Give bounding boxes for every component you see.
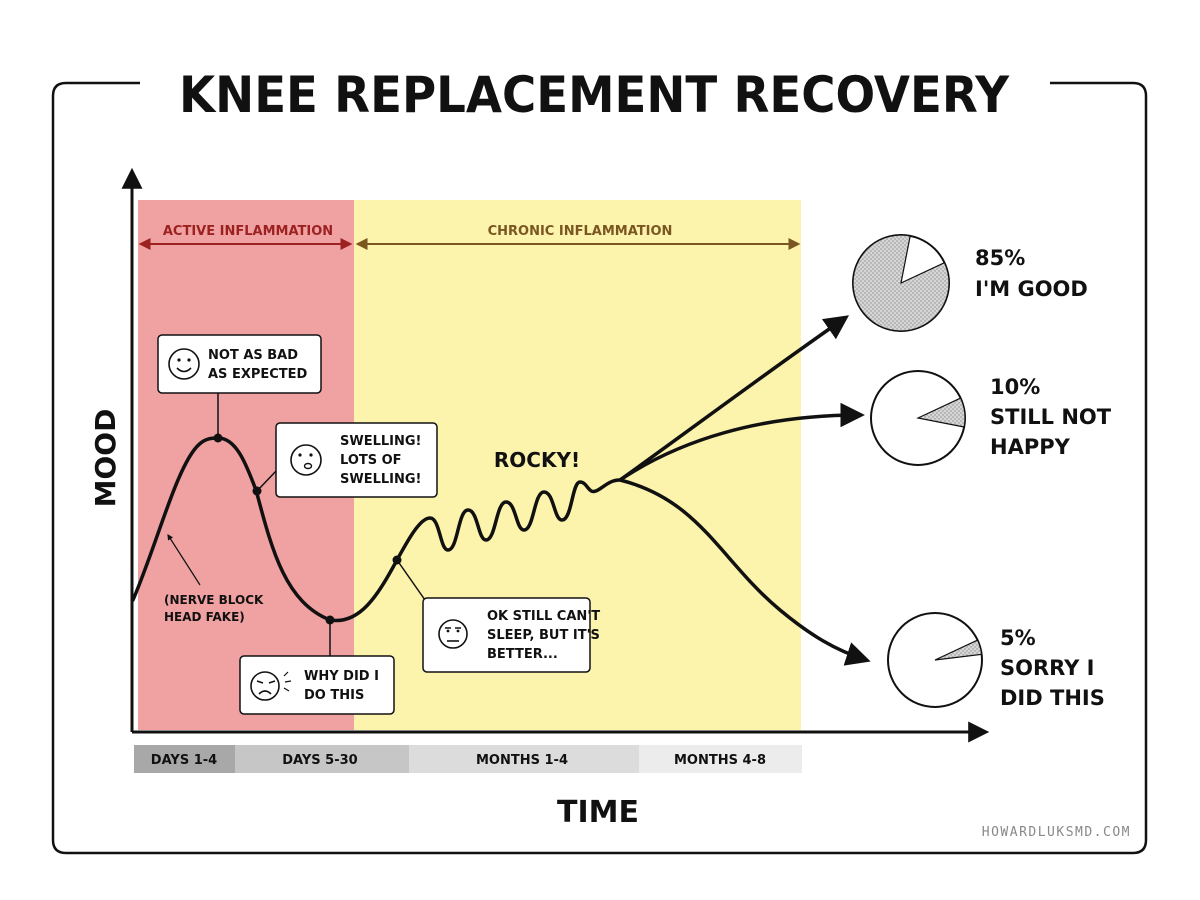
timeline-segment-3: [409, 745, 639, 773]
frame-border: [51, 81, 1148, 855]
outcome-not-happy-line-2: HAPPY: [990, 435, 1071, 459]
pie-sorry-slice: [934, 639, 983, 661]
outcome-sorry-line-1: SORRY I: [1000, 656, 1095, 680]
diagram-title: KNEE REPLACEMENT RECOVERY: [179, 66, 1010, 124]
outcome-not-happy-percent: 10%: [990, 375, 1040, 399]
rocky-label: ROCKY!: [494, 448, 580, 472]
active-phase-label: ACTIVE INFLAMMATION: [163, 224, 333, 239]
outcome-sorry-line-2: DID THIS: [1000, 686, 1105, 710]
pie-not-happy-slice: [916, 397, 966, 428]
timeline-label-1: DAYS 1-4: [151, 753, 217, 768]
callout-ok-sleep: OK STILL CAN'T SLEEP, BUT IT'S BETTER...: [422, 597, 600, 673]
x-axis-label: TIME: [557, 795, 639, 830]
outcome-sorry: 5% SORRY I DID THIS: [887, 612, 1105, 710]
outcome-good-percent: 85%: [975, 246, 1025, 270]
swelling-connector: [256, 469, 278, 492]
timeline-segment-4: [639, 745, 802, 773]
timeline-label-3: MONTHS 1-4: [476, 753, 568, 768]
swelling-line-3: SWELLING!: [340, 472, 421, 487]
nerve-block-line-2: HEAD FAKE): [164, 610, 245, 624]
nerve-block-pointer: [167, 533, 201, 586]
swelling-line-2: LOTS OF: [340, 453, 402, 468]
outcome-not-happy-line-1: STILL NOT: [990, 405, 1112, 429]
outcome-good-line-1: I'M GOOD: [975, 277, 1088, 301]
not-bad-line-2: AS EXPECTED: [208, 367, 308, 382]
outcome-sorry-percent: 5%: [1000, 626, 1036, 650]
timeline-label-4: MONTHS 4-8: [674, 753, 766, 768]
outcome-branch-sorry: [619, 478, 871, 666]
callout-not-bad: NOT AS BAD AS EXPECTED: [157, 334, 322, 394]
outcome-branch-not-happy: [619, 402, 865, 482]
timeline-label-2: DAYS 5-30: [282, 753, 357, 768]
callout-swelling: SWELLING! LOTS OF SWELLING!: [275, 422, 438, 498]
ok-sleep-line-3: BETTER...: [487, 647, 558, 662]
why-line-1: WHY DID I: [304, 669, 379, 684]
sad-face-icon: [250, 671, 292, 701]
outcome-not-happy: 10% STILL NOT HAPPY: [870, 370, 1112, 466]
why-line-2: DO THIS: [304, 688, 364, 703]
outcome-good: 85% I'M GOOD: [852, 234, 1088, 332]
timeline-segment-1: [134, 745, 235, 773]
tired-face-icon: [438, 619, 468, 649]
smile-face-icon: [168, 348, 200, 380]
pie-good-slice: [852, 234, 950, 332]
y-axis-label: MOOD: [89, 409, 122, 508]
nerve-block-line-1: (NERVE BLOCK: [164, 593, 264, 607]
chronic-phase-label: CHRONIC INFLAMMATION: [488, 224, 673, 239]
worried-face-icon: [290, 444, 322, 476]
swelling-line-1: SWELLING!: [340, 434, 421, 449]
outcome-branch-good: [618, 315, 850, 482]
ok-sleep-line-1: OK STILL CAN'T: [487, 609, 600, 624]
ok-sleep-line-2: SLEEP, BUT IT'S: [487, 628, 600, 643]
credit-text: HOWARDLUKSMD.COM: [982, 825, 1131, 840]
ok-sleep-connector: [396, 559, 426, 601]
timeline-segment-2: [235, 745, 409, 773]
not-bad-line-1: NOT AS BAD: [208, 348, 298, 363]
mood-curve: [131, 436, 622, 623]
callout-why: WHY DID I DO THIS: [239, 655, 395, 715]
